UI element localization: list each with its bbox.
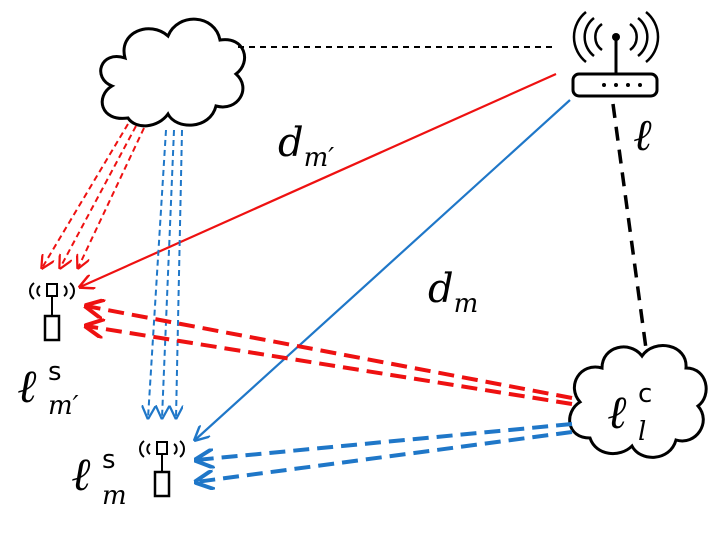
cluster-sup: c xyxy=(638,379,652,409)
backhaul-link-cluster xyxy=(611,103,649,357)
cloud-icon xyxy=(99,17,247,128)
antenna-device-icon xyxy=(139,440,185,498)
wifi-router-icon xyxy=(571,11,660,98)
cloud-icon xyxy=(568,344,708,459)
cluster-links-m xyxy=(196,422,573,482)
user-sup-mprime: s xyxy=(48,357,62,387)
direct-link-m xyxy=(195,99,571,440)
user-sup-m: s xyxy=(102,445,116,475)
cloud-links-mprime xyxy=(42,123,145,268)
ap-label: ℓ xyxy=(634,110,653,161)
cluster-sub: l xyxy=(638,417,646,447)
cloud-links-m xyxy=(148,129,182,418)
distance-label-mprime: dm′ xyxy=(278,120,334,173)
antenna-device-icon xyxy=(29,282,75,342)
user-sub-m: m xyxy=(102,481,127,511)
cluster-links-mprime xyxy=(86,306,573,406)
cluster-label: ℓ xyxy=(608,385,628,439)
user-label-mprime: ℓ xyxy=(18,359,38,413)
distance-label-m: dm xyxy=(428,266,478,319)
user-label-m: ℓ xyxy=(72,447,92,501)
user-sub-mprime: m′ xyxy=(48,391,79,421)
